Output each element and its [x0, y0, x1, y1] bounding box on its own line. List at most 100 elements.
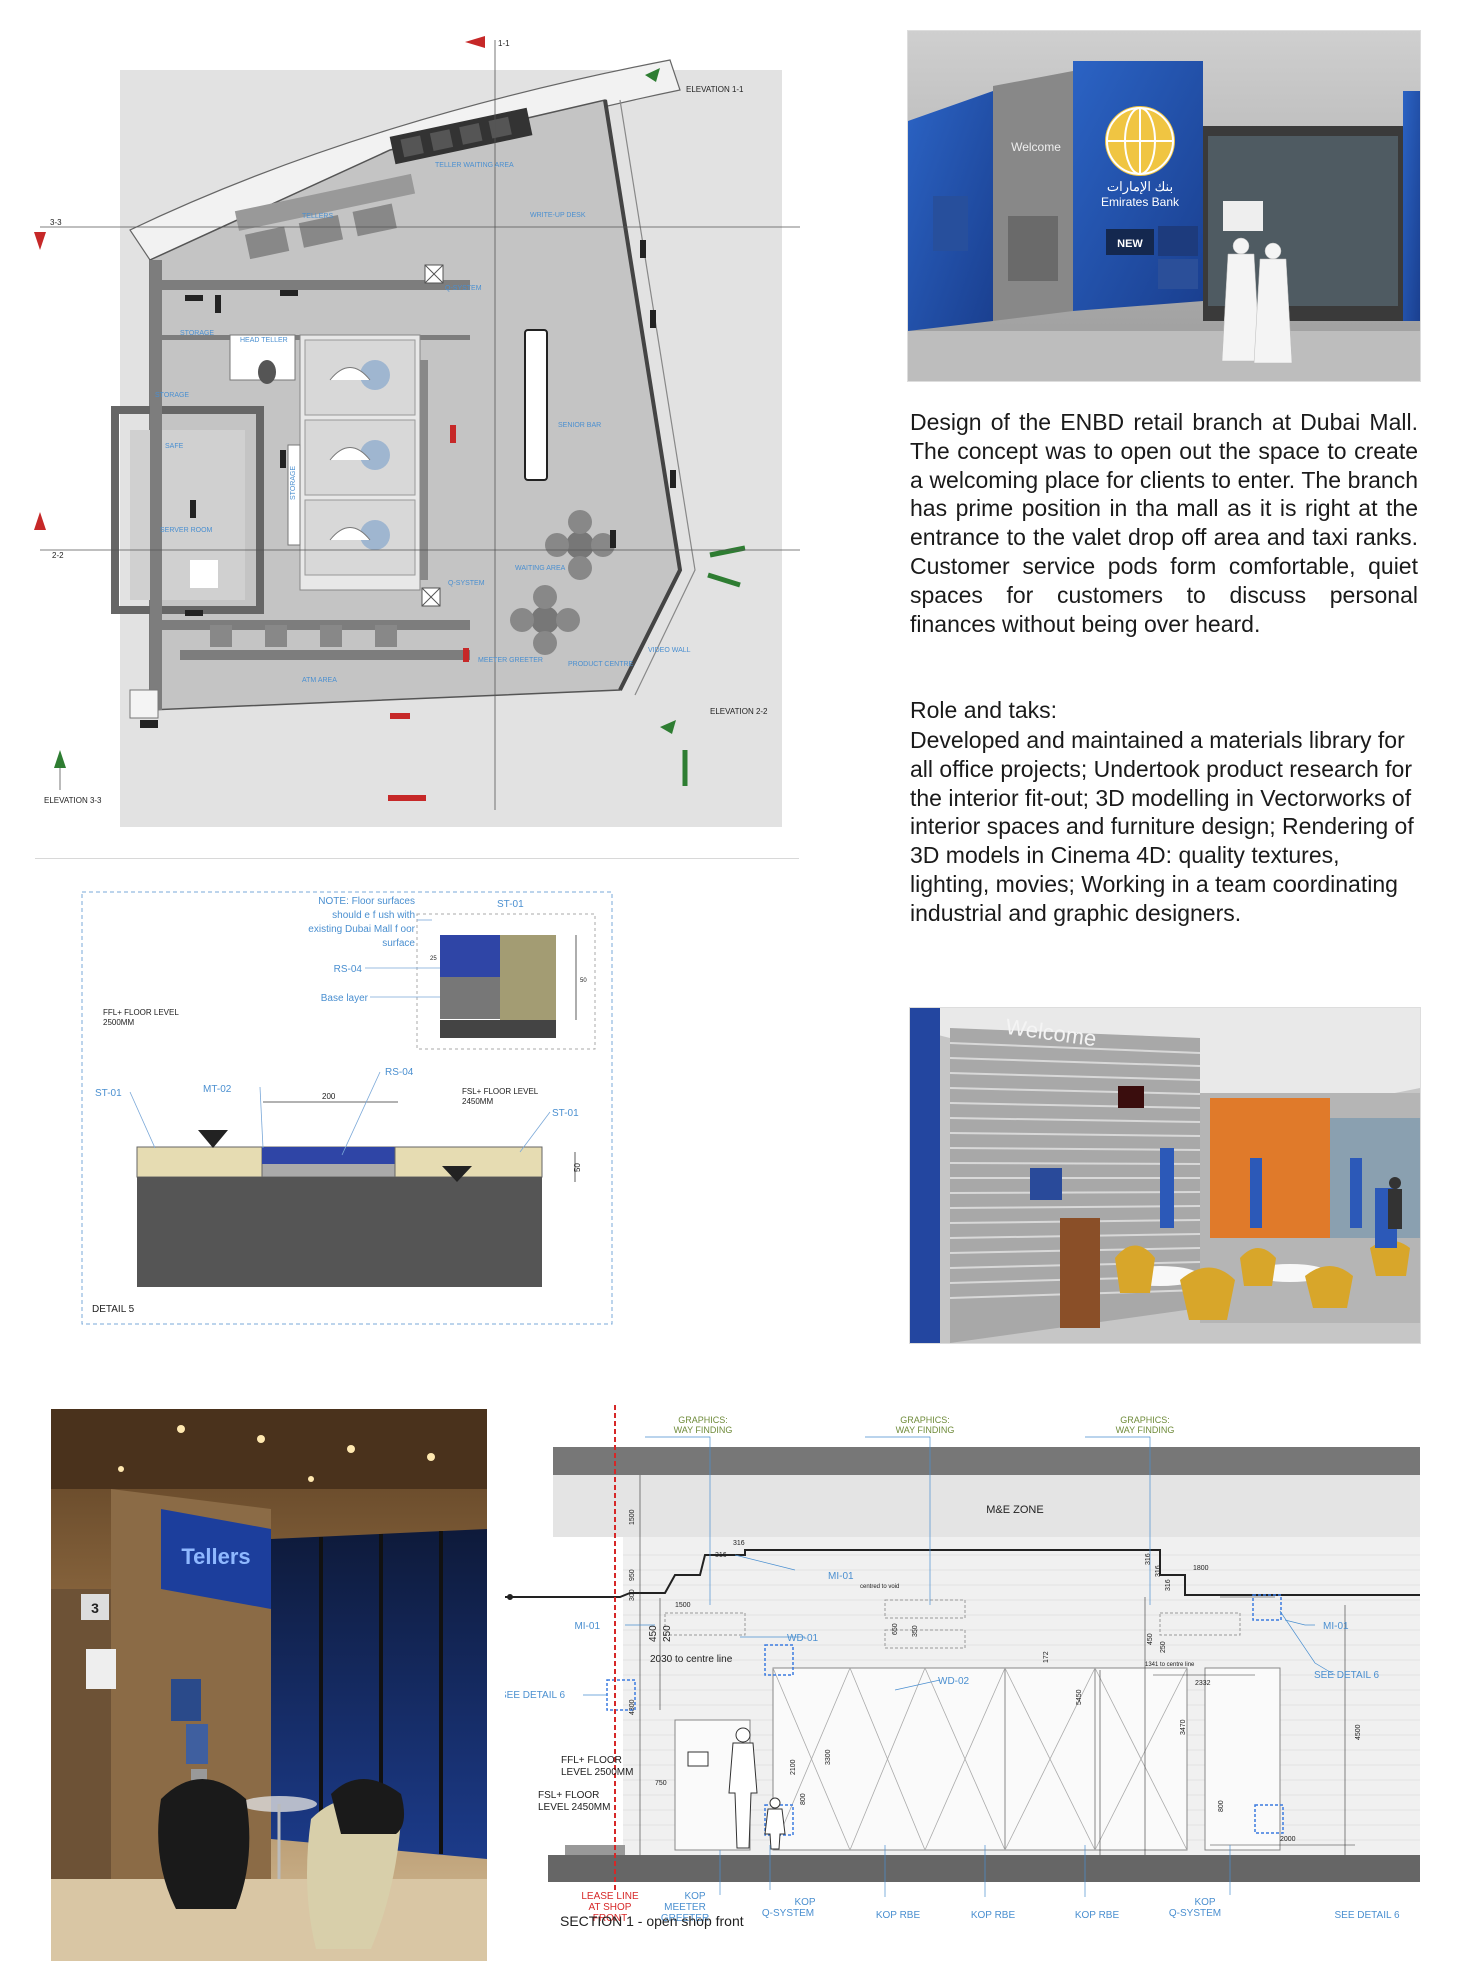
dimension-label: 2000: [1280, 1836, 1296, 1843]
dimension-label: 800: [1218, 1800, 1225, 1812]
section-title: SECTION 1 - open shop front: [560, 1913, 744, 1929]
dimension-label: 5450: [1076, 1689, 1083, 1705]
lounge-chairs: [1115, 1240, 1410, 1320]
room-label: MEETER GREETER: [478, 657, 543, 664]
tellers-sign: [161, 1509, 271, 1609]
me-zone-label: M&E ZONE: [986, 1504, 1043, 1516]
elevation-label: ELEVATION 3-3: [44, 796, 102, 805]
dimension-label: 450: [648, 1625, 659, 1642]
kop-label: KOP: [794, 1897, 815, 1908]
material-label: ST-01: [95, 1088, 122, 1099]
material-label: ST-01: [552, 1108, 579, 1119]
centre-line-note: 1341 to centre line: [1145, 1662, 1195, 1668]
note-line: should e f ush with: [332, 910, 415, 921]
room-label: Q-SYSTEM: [448, 580, 485, 587]
photo-tellers-area: Tellers 3: [51, 1409, 487, 1961]
welcome-sign: Welcome: [1011, 140, 1061, 154]
project-description: Design of the ENBD retail branch at Duba…: [910, 409, 1418, 637]
room-label: SERVER ROOM: [160, 527, 213, 534]
graphics-label: WAY FINDING: [1116, 1425, 1175, 1435]
dimension-label: 1500: [675, 1602, 691, 1609]
lease-label: AT SHOP: [589, 1902, 632, 1913]
ceiling-slab: [553, 1447, 1420, 1475]
room-label: STORAGE: [290, 466, 297, 500]
people-figures: [1221, 237, 1293, 364]
elevation-label: ELEVATION 1-1: [686, 85, 744, 94]
sign-arabic: بنك الإمارات: [1107, 179, 1173, 195]
bulkhead-profile: [505, 1549, 1420, 1598]
room-label: SAFE: [165, 443, 184, 450]
rs04-strip: [262, 1147, 395, 1164]
detail-reference: SEE DETAIL 6: [1334, 1910, 1399, 1921]
floor-plan: 1-1 3-3 2-2 ELEVATION 1-1 ELEVATION 2-2 …: [34, 36, 800, 827]
role-heading: Role and taks:: [910, 697, 1058, 723]
dimension-label: 316: [715, 1552, 727, 1559]
dimension-label: 4300: [629, 1699, 636, 1715]
level-label: FFL+ FLOOR LEVEL: [103, 1008, 179, 1017]
room-label: WRITE-UP DESK: [530, 212, 586, 219]
level-label: LEVEL 2500MM: [561, 1767, 633, 1778]
new-label: NEW: [1117, 238, 1143, 250]
cream-chair: [307, 1799, 401, 1949]
dimension-label: 450: [1147, 1633, 1154, 1645]
material-label: MT-02: [203, 1084, 232, 1095]
room-label: Q-SYSTEM: [445, 285, 482, 292]
dimension-label: 1500: [629, 1509, 636, 1525]
note-line: existing Dubai Mall f oor: [308, 924, 415, 935]
dimension-label: 250: [1160, 1641, 1167, 1653]
material-label: RS-04: [334, 964, 363, 975]
dimension-label: 200: [322, 1092, 336, 1101]
level-label: LEVEL 2450MM: [538, 1802, 610, 1813]
base-layer: [137, 1177, 542, 1287]
detail-reference: SEE DETAIL 6: [1314, 1670, 1379, 1681]
detail-reference: SEE DETAIL 6: [505, 1690, 565, 1701]
dimension-label: 316: [1155, 1565, 1162, 1577]
room-label: WAITING AREA: [515, 565, 566, 572]
waiting-tables: [510, 510, 615, 655]
tellers-label: Tellers: [181, 1544, 250, 1569]
lease-label: LEASE LINE: [581, 1891, 639, 1902]
room-label: TELLER WAITING AREA: [435, 162, 514, 169]
room-label: STORAGE: [155, 392, 189, 399]
room-label: HEAD TELLER: [240, 337, 288, 344]
graphics-label: GRAPHICS:: [1120, 1415, 1170, 1425]
render-branch-exterior: بنك الإمارات Emirates Bank NEW Welcome: [907, 30, 1421, 382]
dimension-label: 2332: [1195, 1680, 1211, 1687]
atm-booths: [210, 625, 397, 647]
dimension-label: 3470: [1180, 1719, 1187, 1735]
level-label: 2450MM: [462, 1097, 493, 1106]
elevation-label: ELEVATION 2-2: [710, 707, 768, 716]
render-branch-interior: Welcome: [909, 1007, 1421, 1344]
dimension-label: 2100: [790, 1759, 797, 1775]
grey-panel: [993, 71, 1073, 321]
graphics-label: WAY FINDING: [896, 1425, 955, 1435]
counter-number: 3: [91, 1600, 99, 1616]
room-label: ATM AREA: [302, 677, 337, 684]
material-label: WD-01: [787, 1633, 819, 1644]
service-pods: [299, 334, 428, 591]
arrow-1-1: [465, 36, 485, 48]
section-drawing: M&E ZONE: [505, 1405, 1420, 1929]
material-label: MI-01: [574, 1621, 600, 1632]
graphics-label: GRAPHICS:: [678, 1415, 728, 1425]
room-label: PRODUCT CENTRE: [568, 661, 634, 668]
dimension-label: 4500: [1355, 1724, 1362, 1740]
kop-label: Q-SYSTEM: [1169, 1908, 1221, 1919]
st01-swatch: [500, 935, 556, 1020]
dimension-label: 50: [580, 978, 587, 984]
detail-title: DETAIL 5: [92, 1304, 135, 1315]
kop-label: Q-SYSTEM: [762, 1908, 814, 1919]
me-zone: [553, 1475, 1420, 1537]
glazing-line: [603, 99, 683, 691]
dimension-label: 250: [662, 1625, 673, 1642]
material-label: Base layer: [321, 993, 369, 1004]
note-line: surface: [382, 938, 415, 949]
detail-frame: [81, 891, 613, 1325]
room-label: VIDEO WALL: [648, 647, 691, 654]
dimension-label: 950: [629, 1569, 636, 1581]
kop-label: KOP RBE: [876, 1910, 921, 1921]
room-label: SENIOR BAR: [558, 422, 601, 429]
marker-label: 3-3: [50, 218, 62, 227]
level-label: FSL+ FLOOR LEVEL: [462, 1087, 539, 1096]
kop-label: KOP: [684, 1891, 705, 1902]
